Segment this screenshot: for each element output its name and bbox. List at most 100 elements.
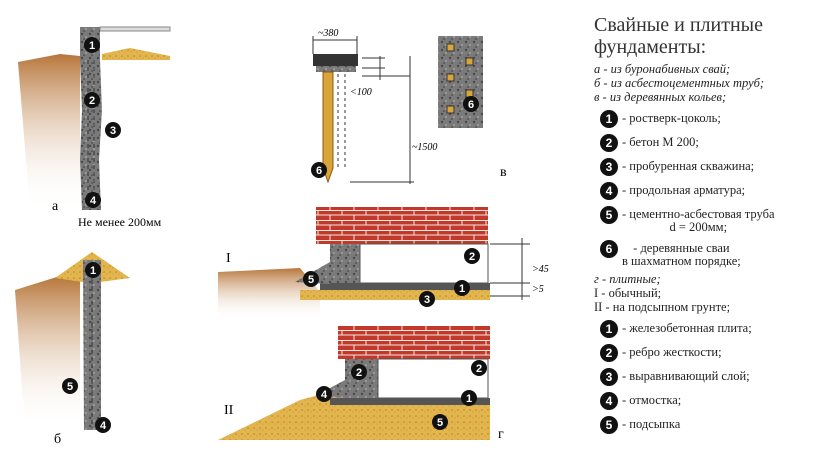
dim-380: ~380 bbox=[318, 28, 338, 39]
marker-1: 1 bbox=[454, 280, 470, 296]
label-b: б bbox=[54, 432, 61, 447]
stake-plan bbox=[446, 73, 455, 82]
label-g: г bbox=[498, 427, 504, 442]
legend-text: - отмостка; bbox=[622, 393, 682, 407]
marker-2: 2 bbox=[351, 364, 367, 380]
dim-45: >45 bbox=[532, 264, 549, 275]
pile-legend-list: 1- ростверк-цоколь; 2 - бетон М 200; 3- п… bbox=[590, 110, 835, 268]
legend-item: 5- цементно-асбестовая труба d = 200мм; bbox=[600, 206, 835, 234]
label-v: в bbox=[500, 165, 507, 180]
svg-text:2: 2 bbox=[356, 367, 362, 379]
marker-2: 2 bbox=[471, 360, 487, 376]
soil-area bbox=[15, 276, 80, 430]
marker-6: 6 bbox=[463, 96, 479, 112]
legend-item: 4 - продольная арматура; bbox=[600, 182, 835, 200]
marker-2: 2 bbox=[464, 248, 480, 264]
svg-text:4: 4 bbox=[100, 420, 107, 432]
legend-text: - деревянные сваи в шахматном порядке; bbox=[622, 241, 741, 268]
marker-1: 1 bbox=[85, 262, 101, 278]
number-badge: 2 bbox=[600, 134, 618, 152]
legend-text: - цементно-асбестовая труба d = 200мм; bbox=[622, 207, 775, 234]
number-badge: 1 bbox=[600, 110, 618, 128]
number-badge: 5 bbox=[600, 416, 618, 434]
legend-item: 5 - подсыпка bbox=[600, 416, 835, 434]
marker-4: 4 bbox=[85, 192, 101, 208]
subtitle-b: б - из асбестоцементных труб; bbox=[594, 76, 765, 90]
grillage-cap bbox=[313, 54, 358, 66]
marker-6: 6 bbox=[311, 162, 327, 178]
slab-fill-diagram: 2 2 4 1 5 II г bbox=[218, 326, 504, 442]
rc-slab bbox=[330, 398, 490, 405]
marker-4: 4 bbox=[95, 417, 111, 433]
bored-pile bbox=[80, 27, 102, 210]
sand-mound bbox=[102, 48, 170, 60]
pile-asbestos-diagram: 1 5 4 б bbox=[15, 252, 130, 447]
legend-text: - бетон М 200; bbox=[622, 135, 699, 149]
marker-5: 5 bbox=[432, 414, 448, 430]
grillage-body bbox=[316, 66, 356, 72]
svg-text:4: 4 bbox=[321, 389, 328, 401]
legend-text: - продольная арматура; bbox=[622, 183, 746, 197]
wooden-stake bbox=[322, 71, 334, 184]
legend-item: 4 - отмостка; bbox=[600, 392, 835, 410]
stake-plan bbox=[465, 89, 474, 98]
legend-panel: Свайные и плитные фундаменты: а - из бур… bbox=[590, 14, 835, 434]
legend-text: - выравнивающий слой; bbox=[622, 369, 750, 383]
pile-bored-diagram: 1 2 3 4 а Не менее 200мм bbox=[18, 26, 171, 229]
marker-3: 3 bbox=[419, 291, 435, 307]
marker-5: 5 bbox=[303, 271, 319, 287]
min-note: Не менее 200мм bbox=[78, 215, 162, 229]
marker-3: 3 bbox=[105, 122, 121, 138]
plate-heading: г - плитные; bbox=[594, 272, 661, 286]
number-badge: 3 bbox=[600, 368, 618, 386]
grillage-beam bbox=[99, 26, 171, 32]
stake-plan bbox=[446, 43, 455, 52]
brick-wall bbox=[338, 326, 490, 359]
number-badge: 2 bbox=[600, 344, 618, 362]
brick-wall bbox=[316, 207, 488, 244]
svg-text:3: 3 bbox=[110, 125, 116, 137]
number-badge: 4 bbox=[600, 182, 618, 200]
legend-text: - подсыпка bbox=[622, 417, 681, 431]
dim-1500: ~1500 bbox=[412, 142, 437, 153]
slab-ordinary-diagram: >45 >5 5 2 1 3 I bbox=[218, 207, 549, 320]
subtitle-v: в - из деревянных кольев; bbox=[594, 90, 727, 104]
svg-text:5: 5 bbox=[437, 417, 443, 429]
leveling-layer bbox=[300, 290, 490, 300]
label-a: а bbox=[52, 199, 59, 214]
stiffening-rib bbox=[330, 244, 360, 283]
legend-item: 2 - бетон М 200; bbox=[600, 134, 835, 152]
legend-item: 1- ростверк-цоколь; bbox=[600, 110, 835, 128]
marker-2: 2 bbox=[84, 92, 100, 108]
marker-1: 1 bbox=[84, 37, 100, 53]
legend-text: - ребро жесткости; bbox=[622, 345, 722, 359]
plate-type-2: II - на подсыпном грунте; bbox=[594, 300, 731, 314]
svg-text:1: 1 bbox=[89, 40, 95, 52]
svg-text:2: 2 bbox=[476, 363, 482, 375]
svg-text:5: 5 bbox=[67, 381, 73, 393]
svg-text:3: 3 bbox=[424, 294, 430, 306]
label-I: I bbox=[226, 251, 231, 266]
soil-area bbox=[218, 268, 320, 320]
legend-item: 3 - выравнивающий слой; bbox=[600, 368, 835, 386]
legend-item: 3- пробуренная скважина; bbox=[600, 158, 835, 176]
number-badge: 1 bbox=[600, 320, 618, 338]
number-badge: 6 bbox=[600, 240, 618, 258]
svg-text:2: 2 bbox=[469, 251, 475, 263]
plate-type-1: I - обычный; bbox=[594, 286, 662, 300]
marker-5: 5 bbox=[62, 378, 78, 394]
rc-slab bbox=[320, 283, 490, 290]
legend-title: Свайные и плитные фундаменты: bbox=[594, 14, 763, 58]
legend-item: 1- железобетонная плита; bbox=[600, 320, 835, 338]
svg-text:6: 6 bbox=[316, 165, 322, 177]
number-badge: 4 bbox=[600, 392, 618, 410]
wooden-stake-diagram: ~380 <100 ~1500 6 6 в bbox=[311, 28, 507, 184]
svg-text:1: 1 bbox=[466, 393, 472, 405]
svg-text:4: 4 bbox=[90, 195, 97, 207]
marker-4: 4 bbox=[316, 386, 332, 402]
svg-text:2: 2 bbox=[89, 95, 95, 107]
marker-1: 1 bbox=[461, 390, 477, 406]
stake-plan bbox=[446, 105, 455, 114]
subtitle-a: а - из буронабивных свай; bbox=[594, 62, 731, 76]
